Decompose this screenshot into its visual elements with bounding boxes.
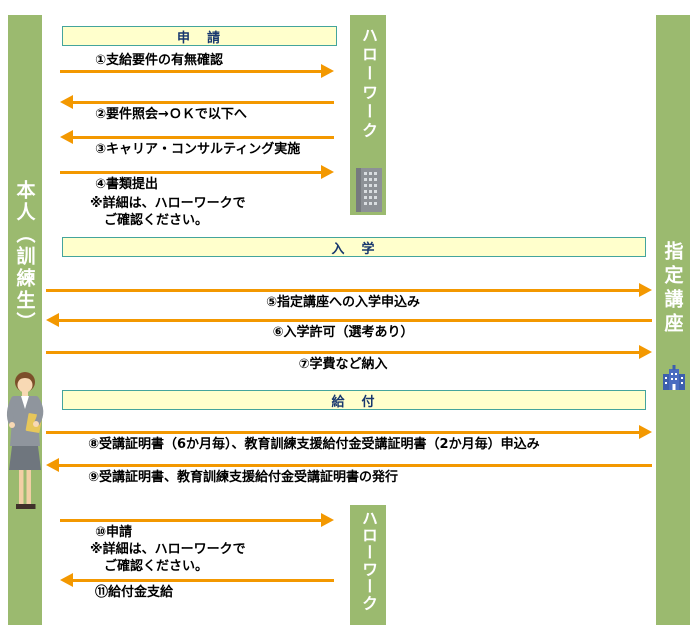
arrow-step-3 (60, 130, 334, 144)
left-actor-label: 本人（訓練生） (8, 180, 42, 334)
hellowork-bottom-text: ハローワーク (359, 510, 378, 612)
arrow-step-9 (46, 458, 652, 472)
step-11-label: ⑪給付金支給 (95, 585, 174, 600)
arrow-step-7 (46, 345, 652, 359)
trainee-illustration (0, 366, 50, 520)
arrow-step-11 (60, 573, 334, 587)
arrow-step-2 (60, 95, 334, 109)
application-note-line1: ※詳細は、ハローワークで (90, 196, 246, 211)
arrow-step-1 (60, 64, 334, 78)
step-6-label: ⑥入学許可（選考あり） (272, 325, 414, 340)
step-3-label: ③キャリア・コンサルティング実施 (95, 142, 301, 157)
step-4-label: ④書類提出 (95, 177, 159, 192)
left-actor-text: 本人（訓練生） (13, 180, 36, 334)
section-header-benefit: 給 付 (62, 390, 646, 410)
right-actor-bar (656, 15, 690, 625)
step-7-label: ⑦学費など納入 (298, 357, 388, 372)
right-actor-label: 指定講座 (656, 241, 690, 337)
step-1-label: ①支給要件の有無確認 (95, 53, 224, 68)
blue-building-graphic (663, 365, 685, 390)
hellowork-bottom-bar (350, 505, 386, 625)
left-actor-bar (8, 15, 42, 625)
arrow-step-5 (46, 283, 652, 297)
step-2-label: ②要件照会→ＯＫで以下へ (95, 107, 247, 122)
benefit-note-line1: ※詳細は、ハローワークで (90, 542, 246, 557)
step-9-label: ⑨受講証明書、教育訓練支援給付金受講証明書の発行 (88, 470, 399, 485)
arrow-step-4 (60, 165, 334, 179)
application-note-line2: ご確認ください。 (104, 213, 209, 228)
step-5-label: ⑤指定講座への入学申込み (265, 295, 420, 310)
arrow-step-6 (46, 313, 652, 327)
arrow-step-10 (60, 513, 334, 527)
course-building-icon (662, 365, 686, 395)
hellowork-bottom-label: ハローワーク (350, 510, 386, 612)
hellowork-top-text: ハローワーク (359, 27, 378, 141)
section-header-application: 申 請 (62, 26, 337, 46)
trainee-person-graphic (6, 372, 44, 509)
gray-building-graphic (356, 168, 382, 212)
section-header-admission: 入 学 (62, 237, 646, 257)
right-actor-text: 指定講座 (661, 241, 684, 337)
step-8-label: ⑧受講証明書（6か月毎）、教育訓練支援給付金受講証明書（2か月毎）申込み (88, 437, 540, 452)
arrow-step-8 (46, 425, 652, 439)
step-10-label: ⑩申請 (95, 525, 133, 540)
hellowork-top-label: ハローワーク (350, 27, 386, 141)
hellowork-building-icon (353, 166, 385, 218)
benefit-note-line2: ご確認ください。 (104, 559, 209, 574)
